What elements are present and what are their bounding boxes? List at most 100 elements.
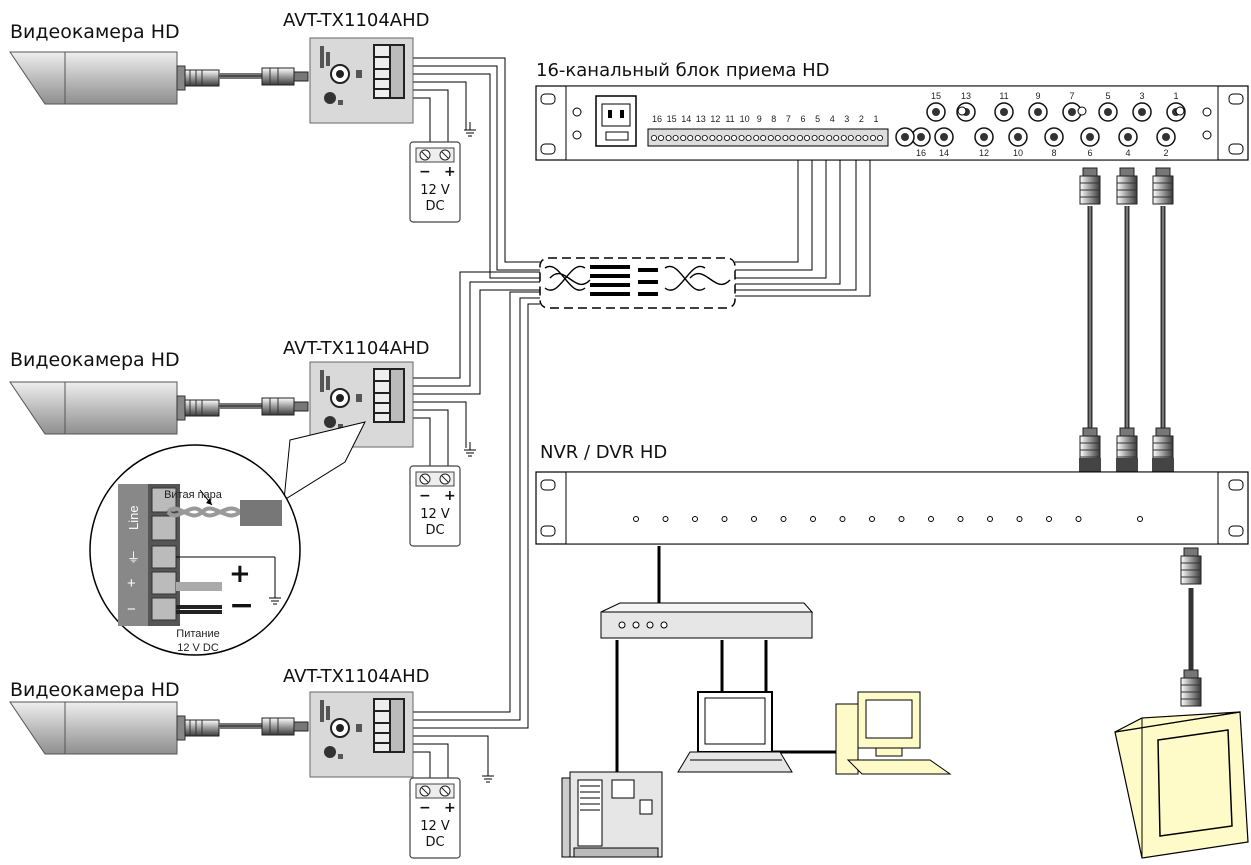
transmitter-1 [309,37,414,124]
camera-label-1: Видеокамера HD [10,21,180,43]
transmitter-label-2: AVT-TX1104AHD [283,338,430,359]
nvr-led [898,516,905,522]
terminal-detail: Витая пара Line ⏚ + − + − Питание 12 V D… [89,444,301,656]
terminal-number: 16 [652,114,662,124]
terminal-minus-label: − [127,601,136,618]
transmitter-label-3: AVT-TX1104AHD [283,666,430,687]
terminal-screw [804,134,811,141]
network-switch [600,602,814,639]
terminal-plus-label: + [127,575,136,592]
bnc-socket [1080,127,1100,147]
terminal-screw [716,134,723,141]
terminal-number: 15 [667,114,677,124]
psu-voltage-2: 12 V [420,507,450,522]
nvr-led [692,516,698,522]
terminal-screw [760,134,767,141]
bnc-socket [1156,127,1176,147]
receiver-title: 16-канальный блок приема HD [536,60,830,81]
bnc-label: 11 [999,91,1008,101]
psu-plus-2: + [444,488,456,504]
terminal-number: 14 [681,114,691,124]
terminal-screw [840,134,847,141]
terminal-screw [877,134,884,141]
psu-voltage-1: 12 V [420,183,450,198]
bnc-label: 5 [1105,91,1110,101]
nvr-led [839,516,846,522]
bnc-label: 9 [1035,91,1040,101]
transmitter-3 [309,691,414,778]
bnc-socket [1098,102,1118,122]
ground-icon [481,767,495,783]
coax-connectors [1079,167,1202,707]
bnc-label: 15 [931,91,941,101]
bnc-socket [1044,127,1064,147]
nvr-unit [535,471,1249,545]
terminal-screw [694,134,701,141]
bnc-socket [1028,102,1048,122]
terminal-ground-label: ⏚ [127,550,140,565]
terminal-number: 4 [830,114,835,124]
nvr-led [633,516,639,522]
terminal-screw [870,134,877,141]
bnc-label: 4 [1125,148,1130,158]
monitor-icon [1114,711,1249,859]
power-label-line2: 12 V DC [177,642,219,654]
laptop-icon [677,691,793,773]
nvr-led [987,516,993,522]
bnc-label: 8 [1051,148,1056,158]
terminal-screw [767,134,774,141]
bnc-label: 2 [1163,148,1168,158]
terminal-screw [701,134,708,141]
psu-plus-3: + [444,800,456,816]
terminal-screw [826,134,833,141]
terminal-number: 1 [873,114,878,124]
sign-plus: + [229,559,251,589]
psu-plus-1: + [444,164,456,180]
camera-3 [10,702,308,754]
terminal-screw [811,134,818,141]
terminal-screw [709,134,716,141]
bnc-label: 3 [1139,91,1144,101]
terminal-line-label: Line [126,505,141,530]
psu-minus-3: − [419,800,431,816]
sign-minus: − [229,588,254,623]
nvr-led [721,516,728,522]
nvr-led [928,516,934,522]
terminal-screw [687,134,694,141]
bnc-socket [994,102,1014,122]
terminal-screw [862,134,869,141]
camera-label-3: Видеокамера HD [10,679,180,701]
terminal-screw [672,134,679,141]
terminal-screw [731,134,738,141]
terminal-screw [847,134,854,141]
terminal-screw [753,134,760,141]
terminal-screw [665,134,672,141]
terminal-number: 7 [786,114,791,124]
nvr-led [957,516,964,522]
terminal-screw [738,134,745,141]
terminal-screw [651,134,658,141]
terminal-screw [789,134,796,141]
psu-type-3: DC [425,835,444,850]
nvr-led [1016,516,1023,522]
bnc-label: 10 [1013,148,1023,158]
nvr-led [780,516,787,522]
nvr-led [810,516,816,522]
bnc-socket [934,127,954,147]
bnc-socket [1118,127,1138,147]
bnc-label: 14 [939,148,949,158]
bnc-socket [1132,102,1152,122]
desktop-pc-icon [835,691,952,775]
terminal-number: 13 [696,114,706,124]
bnc-socket [911,127,931,147]
terminal-screw [855,134,862,141]
terminal-number: 6 [800,114,805,124]
terminal-screw [680,134,687,141]
server-icon [561,771,663,858]
transmitter-label-1: AVT-TX1104AHD [283,10,430,31]
terminal-screw [745,134,752,141]
terminal-screw [797,134,804,141]
terminal-number: 11 [725,114,734,124]
twisted-pair-bundle [539,257,736,309]
